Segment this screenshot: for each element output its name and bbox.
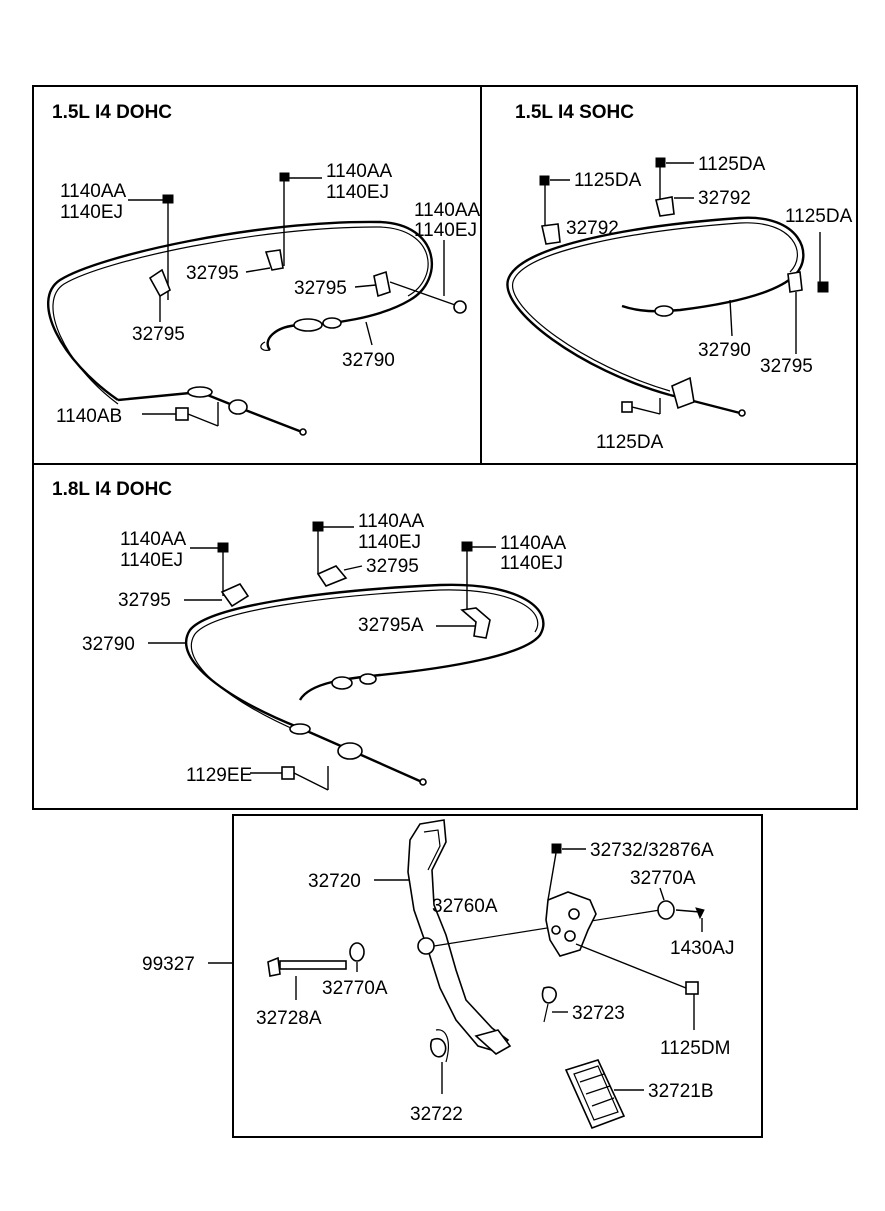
pedal-arm	[407, 819, 512, 1055]
section-title-sohc15: 1.5L I4 SOHC	[515, 102, 634, 123]
dohc18-clamp-right	[460, 607, 491, 639]
pedal-frame	[232, 814, 763, 1138]
section-title-dohc18: 1.8L I4 DOHC	[52, 479, 172, 500]
dohc18-cable	[184, 583, 545, 786]
pedal-nut-top	[547, 843, 562, 901]
section-title-dohc15: 1.5L I4 DOHC	[52, 102, 172, 123]
dohc18-bolt-lower	[250, 766, 329, 791]
sohc15-label-bracket-a: 32792	[566, 218, 619, 239]
dohc15-label-bolt-mid-b: 1140EJ	[326, 182, 389, 203]
sohc15-label-clamp: 32795	[760, 356, 813, 377]
pedal-label-arm: 32720	[308, 871, 361, 892]
dohc15-bolt-lower	[142, 402, 219, 427]
pedal-bracket	[545, 891, 597, 957]
dohc18-label-bolt-right-a: 1140AA	[500, 533, 567, 554]
dohc15-clamp-a	[148, 268, 171, 298]
pedal-label-bolt-shaft: 32728A	[256, 1008, 322, 1029]
dohc15-bolt-right	[389, 240, 467, 314]
sohc15-bracket-a	[541, 223, 561, 245]
sohc15-cable	[506, 216, 805, 417]
sohc15-label-bolt-b: 1125DA	[698, 154, 766, 175]
dohc18-bolt-mid	[312, 521, 324, 574]
pedal-label-bushing-left: 32770A	[322, 978, 388, 999]
dohc15-cable	[47, 220, 433, 436]
dohc15-clamp-c	[373, 270, 391, 298]
sohc15-clamp	[787, 271, 803, 293]
dohc18-label-clamp-mid: 32795	[366, 556, 419, 577]
dohc15-label-bolt-lower: 1140AB	[56, 406, 122, 427]
pedal-spring	[541, 986, 557, 1023]
pedal-label-clip: 1430AJ	[670, 938, 734, 959]
dohc15-label-clamp-c: 32795	[294, 278, 347, 299]
dohc18-label-bolt-mid-a: 1140AA	[358, 511, 425, 532]
dohc18-clamp-left	[220, 582, 250, 608]
pedal-bolt-shaft	[267, 956, 347, 1000]
pedal-label-spring-lower: 32722	[410, 1104, 463, 1125]
dohc18-label-bolt-mid-b: 1140EJ	[358, 532, 421, 553]
dohc15-label-bolt-mid-a: 1140AA	[326, 161, 393, 182]
dohc18-label-clamp-right: 32795A	[358, 615, 424, 636]
dohc15-label-bolt-left-b: 1140EJ	[60, 202, 123, 223]
sohc15-label-bolt-lower: 1125DA	[596, 432, 664, 453]
pedal-bushing-left	[349, 942, 365, 972]
pedal-spring-lower	[429, 1029, 449, 1094]
sohc15-bolt-b	[655, 157, 666, 200]
pedal-label-assembly: 99327	[142, 954, 195, 975]
dohc18-label-bolt-right-b: 1140EJ	[500, 553, 563, 574]
dohc18-label-bolt-lower: 1129EE	[186, 765, 252, 786]
dohc18-label-bolt-left-b: 1140EJ	[120, 550, 183, 571]
dohc15-label-bolt-right-a: 1140AA	[414, 200, 481, 221]
pedal-label-bolt-bracket: 1125DM	[660, 1038, 730, 1059]
sohc15-bolt-a	[539, 175, 550, 226]
pedal-clip	[675, 907, 705, 932]
pedal-label-spring: 32723	[572, 1003, 625, 1024]
pedal-bolt-bracket	[575, 943, 699, 1030]
sohc15-label-bolt-a: 1125DA	[574, 170, 642, 191]
dohc15-label-bolt-right-b: 1140EJ	[414, 220, 477, 241]
sohc15-bolt-lower	[621, 398, 661, 415]
dohc18-label-bolt-left-a: 1140AA	[120, 529, 187, 550]
sohc15-label-bracket-b: 32792	[698, 188, 751, 209]
dohc18-bolt-left	[217, 542, 229, 596]
pedal-label-bushing-right: 32770A	[630, 868, 696, 889]
dohc15-bolt-mid	[279, 172, 290, 266]
sohc15-bolt-c	[817, 232, 829, 293]
sohc15-bracket-b	[655, 196, 675, 217]
dohc18-clamp-mid	[316, 565, 348, 587]
middle-frame	[32, 463, 858, 810]
dohc15-label-clamp-b: 32795	[186, 263, 239, 284]
pedal-label-pad: 32721B	[648, 1081, 714, 1102]
pedal-bushing-right	[657, 900, 675, 920]
dohc15-label-cable: 32790	[342, 350, 395, 371]
dohc18-label-cable: 32790	[82, 634, 135, 655]
sohc15-label-cable: 32790	[698, 340, 751, 361]
dohc18-bolt-right	[461, 541, 473, 610]
dohc15-label-bolt-left-a: 1140AA	[60, 181, 127, 202]
pedal-pad	[564, 1059, 626, 1130]
sohc15-label-bolt-c: 1125DA	[785, 206, 853, 227]
dohc15-label-clamp-a: 32795	[132, 324, 185, 345]
dohc15-clamp-b	[264, 249, 284, 271]
dohc18-label-clamp-left: 32795	[118, 590, 171, 611]
pedal-label-nut-top: 32732/32876A	[590, 840, 714, 861]
pedal-label-bushing-arm: 32760A	[432, 896, 498, 917]
